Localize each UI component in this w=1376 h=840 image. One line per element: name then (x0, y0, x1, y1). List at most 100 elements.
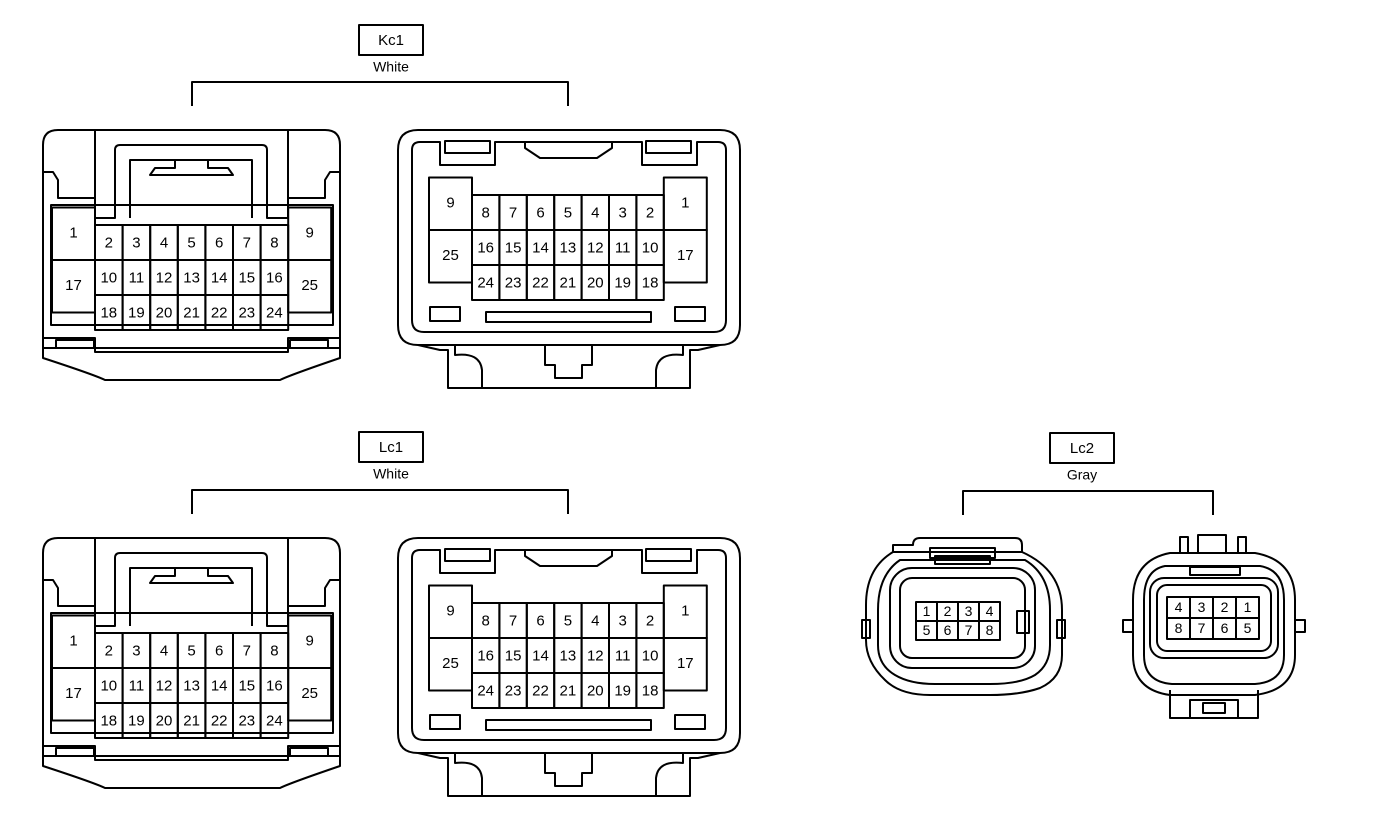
lower-lock (417, 344, 721, 389)
connector-color: White (373, 466, 409, 482)
pin-number: 6 (215, 234, 223, 251)
pin-number: 25 (442, 655, 459, 672)
pin-cell (1235, 617, 1260, 640)
bottom-tab (289, 339, 329, 349)
pin-number: 8 (482, 612, 490, 629)
pin-number: 16 (266, 677, 283, 694)
side-tab (1122, 619, 1134, 633)
outline-path (288, 171, 340, 199)
pin-number: 21 (560, 274, 577, 291)
pin-number: 7 (1198, 620, 1206, 636)
lock-tower (94, 130, 289, 219)
pin-number: 19 (614, 274, 631, 291)
pin-number: 22 (532, 274, 549, 291)
connector-body (42, 129, 341, 381)
terminal-post (1197, 534, 1227, 554)
pin-number: 18 (642, 274, 659, 291)
latch-slot (1189, 566, 1241, 576)
terminal-post (1237, 536, 1247, 554)
pin-number: 14 (532, 239, 549, 256)
pin-number: 16 (477, 647, 494, 664)
pin-number: 1 (1244, 599, 1252, 615)
pin-number: 12 (587, 239, 604, 256)
pin-number: 8 (270, 642, 278, 659)
pin-number: 20 (587, 274, 604, 291)
connector-body (865, 537, 1063, 696)
pin-number: 18 (100, 712, 117, 729)
pin-number: 16 (477, 239, 494, 256)
pin-cavity (899, 577, 1026, 659)
pin-number: 2 (646, 204, 654, 221)
bottom-tab (55, 339, 95, 349)
terminal-post (1179, 536, 1189, 554)
pin-number: 9 (306, 633, 314, 650)
pin-number: 1 (681, 603, 689, 620)
latch-slot (444, 140, 491, 154)
pin-number: 2 (1221, 599, 1229, 615)
pin-number: 4 (986, 603, 994, 619)
pin-number: 21 (183, 304, 200, 321)
pin-cell (978, 620, 1001, 641)
pin-number: 5 (564, 612, 572, 629)
lower-lock (1169, 690, 1259, 719)
pin-number: 1 (923, 603, 931, 619)
pin-number: 5 (1244, 620, 1252, 636)
pin-number: 25 (301, 277, 318, 294)
side-tab (1056, 619, 1066, 639)
pin-number: 6 (536, 204, 544, 221)
pin-number: 4 (591, 612, 599, 629)
bracket-line (191, 81, 569, 106)
pin-number: 24 (266, 304, 283, 321)
pin-number: 13 (183, 269, 200, 286)
pin-number: 22 (211, 712, 228, 729)
bracket-line (962, 490, 1214, 515)
pin-number: 13 (560, 239, 577, 256)
pin-number: 2 (944, 603, 952, 619)
bottom-rail (43, 337, 340, 353)
pin-number: 23 (238, 712, 255, 729)
side-tab (861, 619, 871, 639)
pin-number: 18 (642, 682, 659, 699)
pin-number: 1 (69, 225, 77, 242)
pin-number: 24 (266, 712, 283, 729)
pin-number: 11 (615, 239, 631, 256)
outline-path (288, 579, 340, 607)
pin-number: 20 (156, 712, 173, 729)
side-tab (1294, 619, 1306, 633)
pin-number: 15 (505, 647, 522, 664)
inner-frame (411, 549, 727, 741)
pin-number: 3 (132, 234, 140, 251)
pin-number: 1 (681, 195, 689, 212)
pin-number: 6 (944, 622, 952, 638)
latch-key (524, 550, 613, 567)
pin-number: 6 (1221, 620, 1229, 636)
bottom-slot (485, 719, 652, 731)
pin-number: 24 (477, 682, 494, 699)
pin-number: 2 (105, 234, 113, 251)
bottom-slot (429, 714, 461, 730)
pin-number: 17 (65, 685, 82, 702)
pin-number: 19 (128, 712, 145, 729)
inner-ring (877, 559, 1051, 685)
pin-number: 15 (505, 239, 522, 256)
lock-bump (149, 567, 234, 584)
pin-number: 7 (509, 612, 517, 629)
pin-number: 11 (129, 677, 145, 694)
pin-cell (635, 672, 665, 709)
pin-number: 19 (614, 682, 631, 699)
bottom-tab (55, 747, 95, 757)
pin-number: 3 (1198, 599, 1206, 615)
pin-number: 9 (446, 603, 454, 620)
pin-number: 3 (619, 204, 627, 221)
pin-number: 18 (100, 304, 117, 321)
pin-number: 15 (238, 269, 255, 286)
pin-number: 21 (560, 682, 577, 699)
pin-cavity (889, 567, 1036, 669)
